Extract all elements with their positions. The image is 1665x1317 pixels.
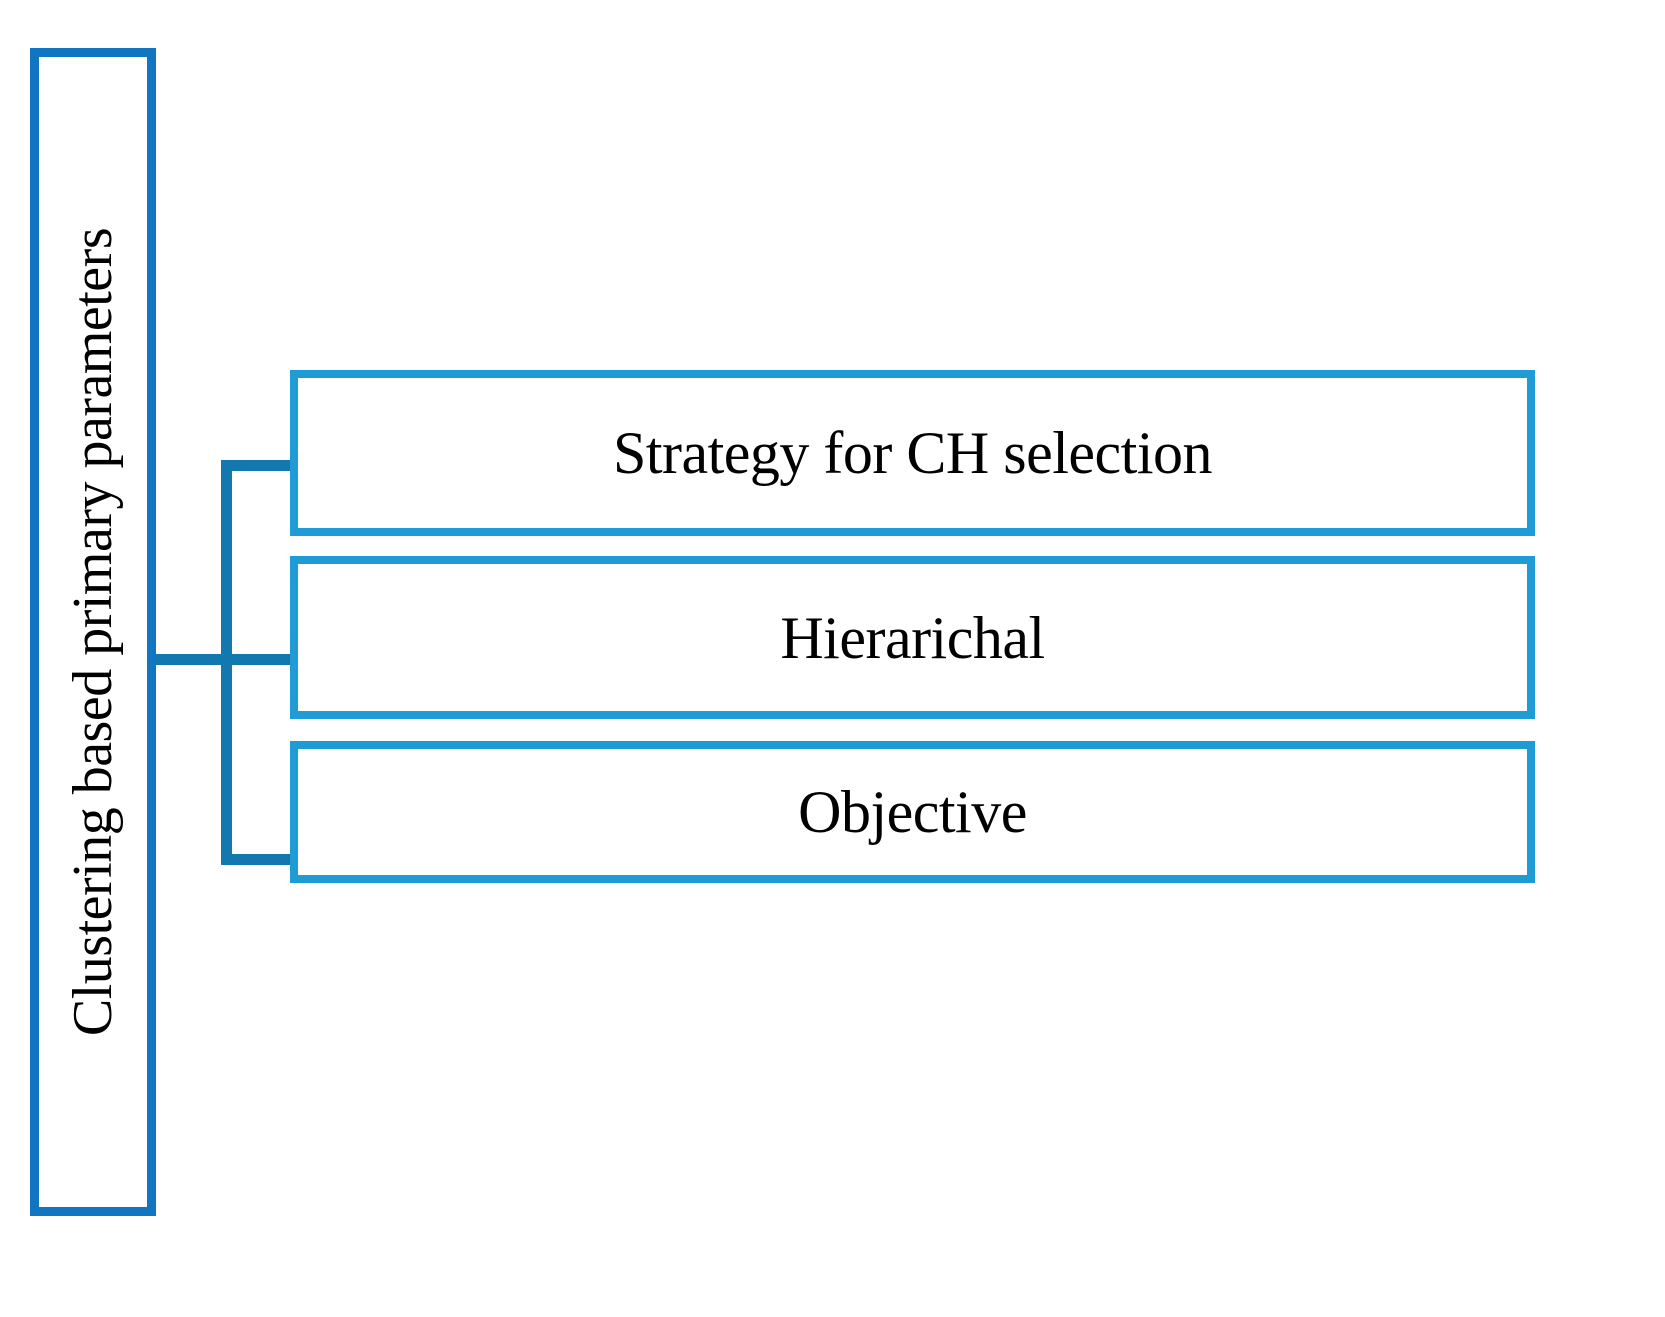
connector-branch-objective	[221, 854, 293, 865]
connector-stem	[150, 654, 240, 665]
leaf-node-objective[interactable]: Objective	[290, 741, 1535, 883]
root-label-container: Clustering based primary parameters	[39, 57, 147, 1207]
connector-branch-hierarichal	[221, 654, 293, 665]
leaf-node-label: Objective	[798, 779, 1027, 845]
leaf-node-label: Strategy for CH selection	[612, 420, 1213, 486]
root-node-clustering-based-primary-parameters[interactable]: Clustering based primary parameters	[30, 48, 156, 1216]
root-node-label: Clustering based primary parameters	[62, 227, 125, 1037]
connector-branch-strategy-for-ch-selection	[221, 460, 293, 471]
leaf-node-strategy-for-ch-selection[interactable]: Strategy for CH selection	[290, 370, 1535, 536]
leaf-node-label: Hierarichal	[780, 604, 1045, 671]
leaf-node-hierarichal[interactable]: Hierarichal	[290, 556, 1535, 719]
